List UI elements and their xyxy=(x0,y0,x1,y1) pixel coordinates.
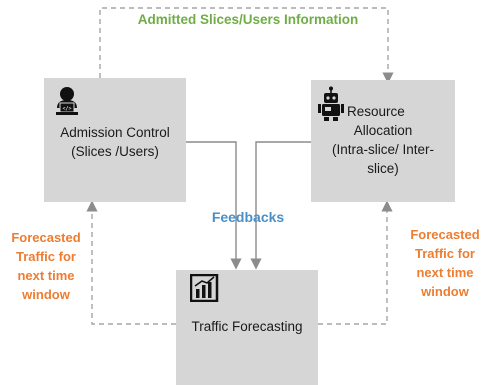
right-forecast-label: Forecasted Traffic for next time window xyxy=(399,225,481,301)
left-forecast-line: window xyxy=(22,287,70,302)
traffic-forecasting-title: Traffic Forecasting xyxy=(191,319,303,334)
resource-allocation-box: Resource Allocation (Intra-slice/ Inter-… xyxy=(311,80,455,202)
person-laptop-icon: </> xyxy=(56,87,78,115)
right-forecast-line: next time xyxy=(416,265,474,280)
right-forecast-line: Traffic for xyxy=(415,246,475,261)
left-forecast-label: Forecasted Traffic for next time window xyxy=(0,228,92,304)
resource-allocation-line2: Allocation xyxy=(353,123,413,138)
feedbacks-label: Feedbacks xyxy=(211,209,285,225)
svg-text:</>: </> xyxy=(62,106,71,112)
left-dashed-connector xyxy=(86,200,176,325)
admission-control-title: Admission Control xyxy=(60,125,170,140)
left-forecast-line: Traffic for xyxy=(16,249,76,264)
right-forecast-line: Forecasted xyxy=(410,227,480,242)
right-forecast-line: window xyxy=(421,284,469,299)
feedback-line-left xyxy=(186,141,242,270)
admitted-info-label: Admitted Slices/Users Information xyxy=(137,12,359,27)
traffic-forecasting-box: Traffic Forecasting xyxy=(176,270,318,385)
robot-icon xyxy=(318,86,344,121)
admission-control-subtitle: (Slices /Users) xyxy=(71,144,159,159)
right-dashed-connector xyxy=(318,200,393,325)
resource-allocation-line4: slice) xyxy=(367,161,399,176)
resource-allocation-line3: (Intra-slice/ Inter- xyxy=(331,142,435,157)
bar-chart-icon xyxy=(190,274,219,302)
left-forecast-line: Forecasted xyxy=(11,230,81,245)
admission-control-box: </> Admission Control (Slices /Users) xyxy=(44,78,186,202)
resource-allocation-line1: Resource xyxy=(347,104,405,119)
left-forecast-line: next time xyxy=(17,268,75,283)
feedback-line-right xyxy=(250,141,311,270)
